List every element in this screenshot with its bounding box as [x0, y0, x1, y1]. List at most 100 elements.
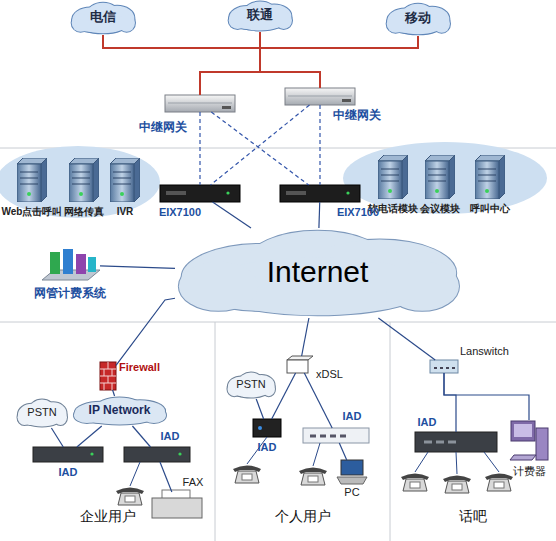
cloud-shape — [433, 15, 450, 33]
softswitch-device: EIX7100 — [280, 185, 360, 202]
network-link — [132, 426, 150, 447]
node-label: 计费器 — [505, 465, 553, 478]
iad-device: IAD — [303, 428, 369, 443]
phone-icon — [443, 476, 471, 494]
carrier-cloud: 联通 — [227, 0, 293, 32]
node-label: IAD — [412, 416, 442, 429]
iad-light — [178, 452, 181, 455]
management-icon — [88, 257, 96, 272]
network-link — [444, 373, 529, 420]
iad-icon — [415, 432, 497, 452]
iad-icon — [33, 447, 103, 462]
cloud-shape — [118, 14, 135, 32]
network-link — [444, 373, 456, 432]
network-link — [302, 318, 309, 356]
softswitch-light — [346, 191, 349, 194]
network-link — [160, 462, 172, 492]
pc-icon — [337, 477, 367, 484]
server-icon — [475, 155, 505, 199]
gateway-icon — [342, 99, 351, 102]
pstn-cloud: PSTN — [16, 398, 68, 428]
node-label: IAD — [252, 441, 282, 454]
internet-cloud: Internet — [175, 228, 460, 318]
carrier-link — [200, 32, 260, 95]
user-section: 企业用户FirewallIP NetworkPSTNIADIADFAX — [0, 322, 215, 541]
management-system: 网管计费系统 — [42, 248, 100, 282]
terminal-screen — [514, 424, 532, 437]
module-ellipse — [0, 146, 160, 218]
network-link — [116, 298, 175, 365]
softswitch-device: EIX7100 — [160, 185, 240, 202]
node-label: 个人用户 — [215, 508, 390, 524]
network-link — [51, 428, 63, 447]
node-label: 呼叫中心 — [466, 203, 514, 215]
server-module: 呼叫中心 — [475, 155, 505, 199]
trunk-gateway: 中继网关 — [285, 88, 355, 105]
cloud-shape — [179, 262, 258, 311]
network-link — [213, 202, 251, 228]
cloud-shape — [118, 14, 135, 32]
server-icon — [69, 158, 99, 202]
node-label: 电信 — [70, 10, 136, 25]
cloud-shape — [72, 14, 90, 32]
module-ellipse — [343, 142, 547, 214]
softswitch-icon — [286, 191, 306, 195]
pstn-cloud: PSTN — [226, 371, 276, 399]
billing-terminal: 计费器 — [510, 420, 548, 462]
cloud-shape — [275, 12, 292, 29]
pc-icon — [341, 460, 363, 475]
switch-icon — [430, 360, 458, 373]
node-label: PC — [337, 486, 367, 499]
pc-device: PC — [338, 460, 366, 484]
xdsl-modem: xDSL — [287, 356, 313, 373]
server-icon — [110, 158, 140, 202]
node-label: IVR — [105, 206, 145, 218]
carrier-link — [103, 32, 260, 48]
node-label: 联通 — [227, 8, 293, 23]
phone-icon — [299, 468, 327, 486]
xdsl-icon — [287, 356, 313, 360]
node-label: 中继网关 — [132, 121, 194, 135]
server-icon — [425, 155, 455, 199]
carrier-link — [260, 32, 320, 88]
carrier-cloud: 移动 — [385, 2, 451, 36]
cloud-shape — [229, 12, 247, 29]
server-module: IVR — [110, 158, 140, 202]
iad-icon — [124, 447, 190, 462]
network-link — [113, 390, 115, 396]
phone-icon — [116, 488, 144, 506]
switch-ports — [434, 367, 455, 369]
phone-wire — [313, 443, 320, 466]
gateway-icon — [168, 103, 232, 104]
cloud-shape — [387, 15, 405, 33]
band-separator — [0, 322, 556, 323]
terminal-monitor — [511, 421, 535, 441]
firewall-icon — [100, 362, 116, 390]
network-link — [339, 443, 346, 460]
fax-device: FAX — [152, 492, 202, 518]
node-label: Lanswitch — [460, 345, 530, 358]
trunk-gateway: 中继网关 — [165, 95, 235, 112]
fax-icon — [152, 498, 202, 518]
iad-light — [258, 426, 262, 430]
node-label: 会议模块 — [418, 203, 462, 215]
node-label: 中继网关 — [326, 109, 388, 123]
node-label: 企业用户 — [0, 508, 215, 524]
trunk-link — [199, 112, 200, 185]
node-label: Firewall — [119, 361, 179, 374]
node-label: 网管计费系统 — [20, 287, 120, 301]
gateway-icon — [288, 96, 352, 97]
user-section: 个人用户 xDSL PSTN IAD IAD PC — [215, 322, 390, 541]
carrier-cloud: 电信 — [70, 1, 136, 35]
server-module: 网络传真 — [69, 158, 99, 202]
trunk-link — [319, 105, 320, 185]
terminal-keyboard — [510, 455, 536, 460]
softswitch-icon — [160, 185, 240, 202]
trunk-link — [211, 105, 310, 185]
firewall-device: Firewall — [100, 362, 116, 390]
node-label: 话吧 — [390, 508, 556, 524]
server-module: 会议模块 — [425, 155, 455, 199]
node-label: EIX7100 — [328, 206, 388, 219]
node-label: 移动 — [385, 11, 451, 26]
trunk-link — [211, 112, 308, 185]
